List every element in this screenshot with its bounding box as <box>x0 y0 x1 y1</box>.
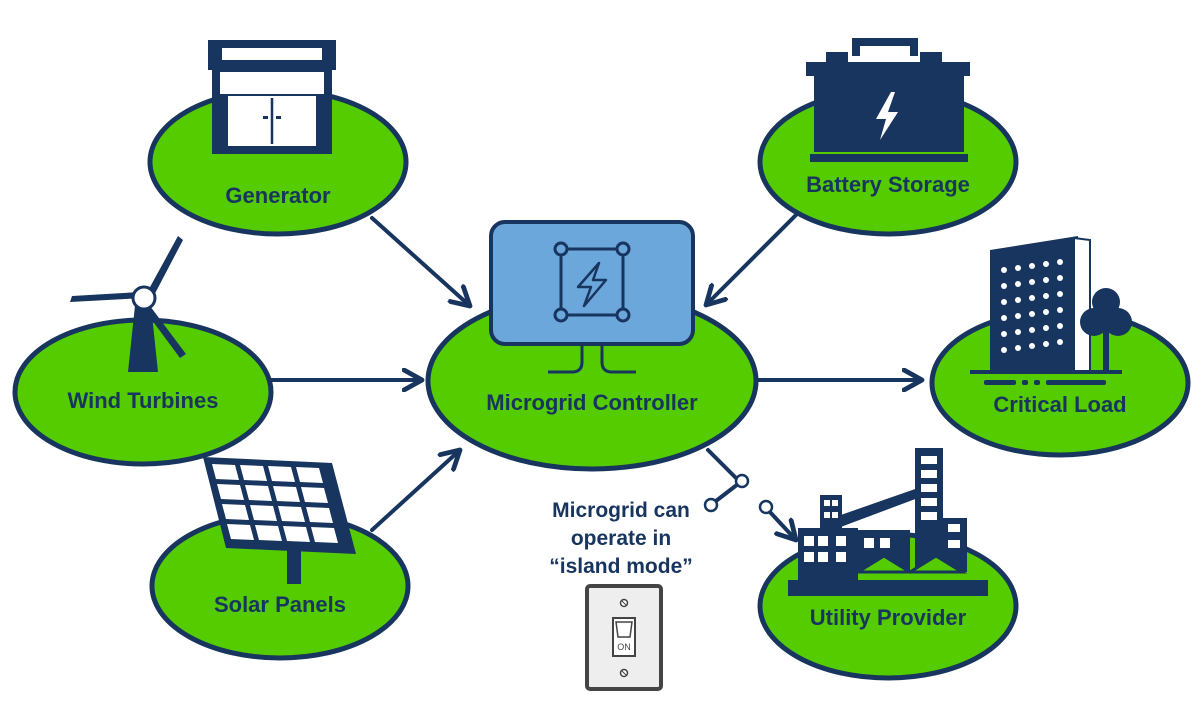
lightning-bolt-icon <box>576 261 608 308</box>
node-microgrid-controller: Microgrid Controller <box>425 220 759 472</box>
light-switch-icon: ON <box>585 584 663 691</box>
island-note-line-2: operate in <box>571 527 671 550</box>
solar-panel-icon <box>203 457 356 584</box>
generator-label: Generator <box>225 183 331 208</box>
controller-screen-icon <box>489 220 695 374</box>
arrow-battery-to-controller <box>706 203 808 305</box>
island-note-line-1: Microgrid can <box>552 499 690 522</box>
solar-label: Solar Panels <box>214 592 346 617</box>
island-note-line-3: “island mode” <box>549 555 693 578</box>
node-generator: Generator <box>147 40 409 237</box>
node-battery-storage: Battery Storage <box>757 38 1019 237</box>
building-tree-icon <box>970 236 1132 385</box>
arrow-switch-to-utility <box>767 509 796 540</box>
node-solar-panels: Solar Panels <box>149 457 411 661</box>
controller-label: Microgrid Controller <box>486 390 698 415</box>
arrow-generator-to-controller <box>370 216 470 306</box>
wind-label: Wind Turbines <box>68 388 219 413</box>
node-critical-load: Critical Load <box>929 236 1191 458</box>
connectors <box>270 203 922 540</box>
wind-turbine-icon <box>70 236 186 372</box>
battery-label: Battery Storage <box>806 172 970 197</box>
island-mode-note: Microgrid can operate in “island mode” <box>549 499 693 578</box>
arrow-solar-to-controller <box>370 450 460 532</box>
generator-icon <box>208 40 336 154</box>
line-controller-to-switch <box>706 448 738 480</box>
node-wind-turbines: Wind Turbines <box>12 236 274 467</box>
node-utility-provider: Utility Provider <box>757 448 1019 681</box>
utility-label: Utility Provider <box>810 605 967 630</box>
critical-label: Critical Load <box>993 392 1126 417</box>
switch-contacts <box>703 473 774 515</box>
switch-on-label: ON <box>617 642 631 652</box>
factory-icon <box>788 448 988 596</box>
battery-icon <box>806 38 970 162</box>
